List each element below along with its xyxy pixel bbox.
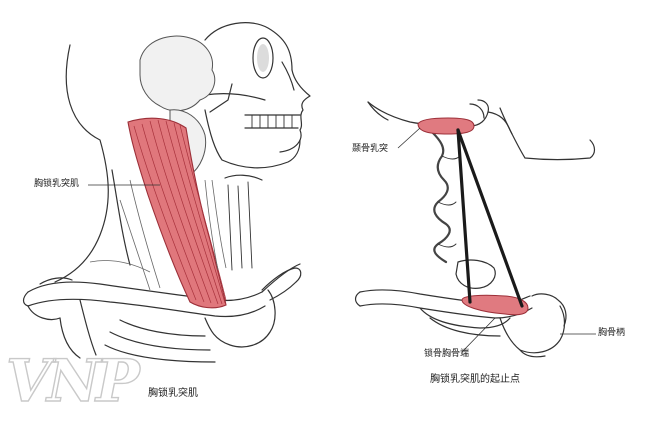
caption-left: 胸锁乳突肌 [148,388,198,399]
label-clavicle-sternal-end: 锁骨胸骨端 [424,349,470,359]
label-mastoid-process: 颞骨乳突 [352,144,389,154]
right-schematic-drawing [354,99,596,358]
vnp-watermark-logo: VNP [5,347,140,415]
caption-right: 胸锁乳突肌的起止点 [430,374,520,385]
left-neck-muscles [89,179,227,291]
origin-insertion-lines [456,128,524,308]
mastoid-attachment [417,117,475,135]
label-sternocleidomastoid: 胸锁乳突肌 [34,179,80,189]
label-manubrium: 胸骨柄 [598,328,626,338]
left-neck-drawing [22,22,311,363]
right-leader-lines [397,127,596,353]
sternal-clavicular-attachment [461,294,529,316]
sternocleidomastoid-muscle [127,117,227,309]
